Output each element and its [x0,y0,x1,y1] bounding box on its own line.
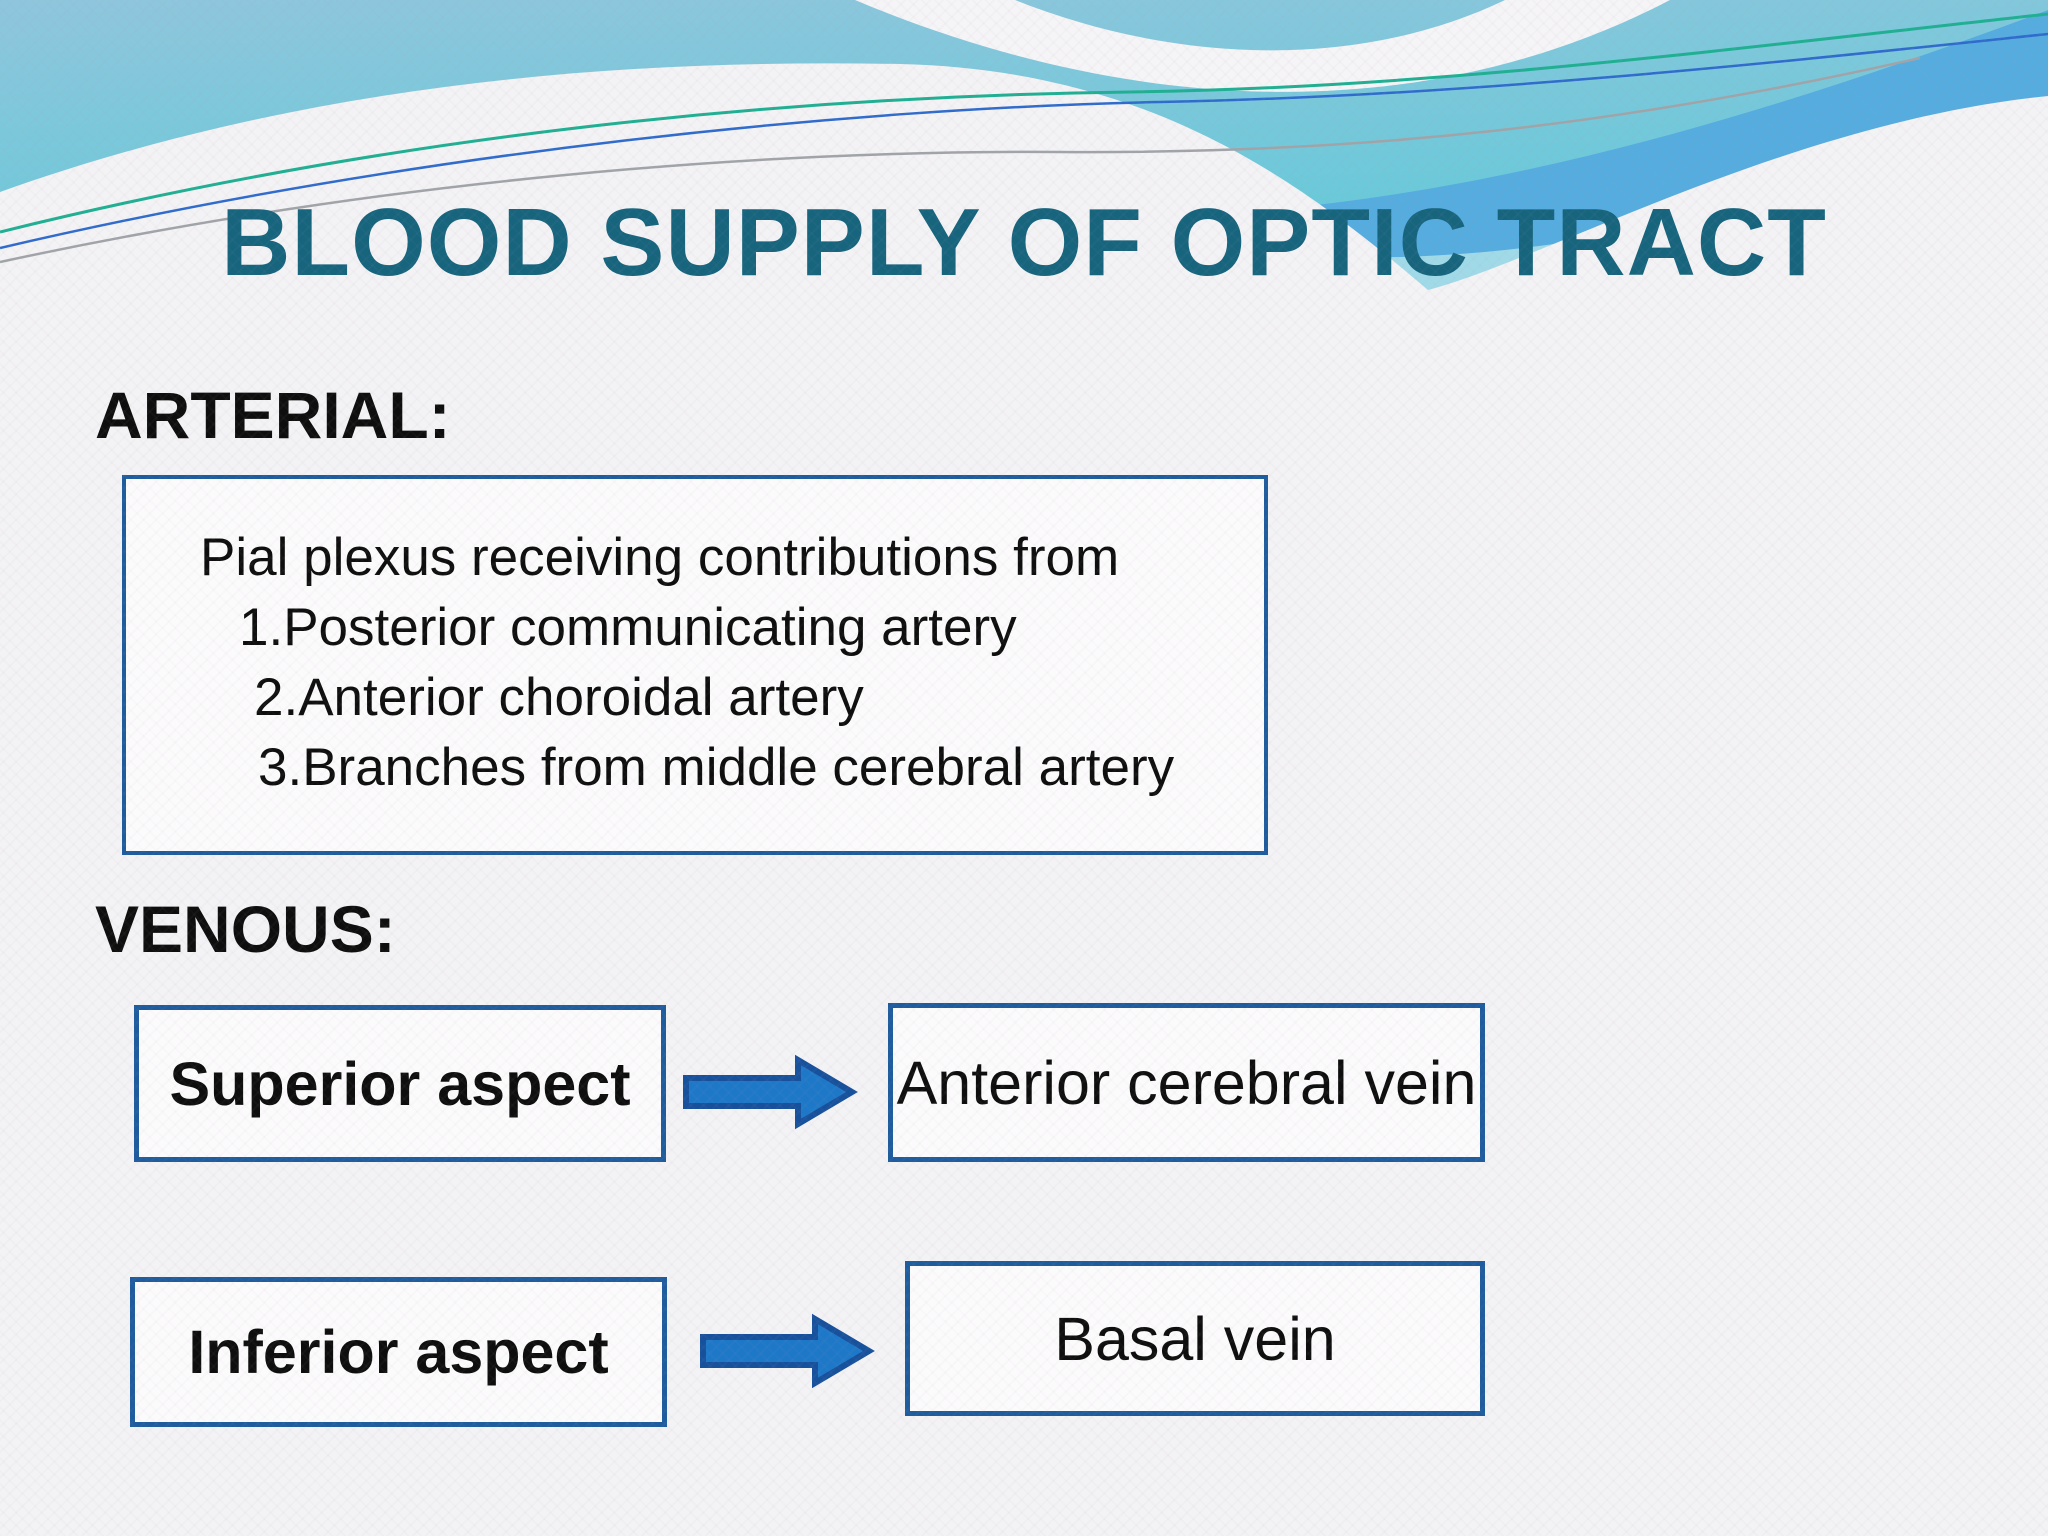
source-box-superior-aspect: Superior aspect [134,1005,666,1162]
right-arrow-icon [700,1313,875,1389]
white-swoosh [855,0,1670,92]
arterial-line-item-3: 3.Branches from middle cerebral artery [258,738,1175,797]
arterial-heading: ARTERIAL: [95,378,451,452]
arterial-line-summary: Pial plexus receiving contributions from [200,528,1120,587]
white-wave [0,63,2048,360]
accent-line-green [0,12,2048,234]
arterial-line-item-1: 1.Posterior communicating artery [239,598,1017,657]
arterial-box: Pial plexus receiving contributions from… [122,475,1268,855]
right-arrow-icon [683,1054,858,1130]
source-box-inferior-aspect: Inferior aspect [130,1277,667,1427]
slide-title: BLOOD SUPPLY OF OPTIC TRACT [221,189,1827,296]
target-box-anterior-cerebral-vein: Anterior cerebral vein [888,1003,1485,1162]
target-box-basal-vein: Basal vein [905,1261,1485,1416]
arterial-line-item-2: 2.Anterior choroidal artery [254,668,864,727]
header-wave-graphic [0,0,2048,360]
accent-line-blue [0,32,2048,250]
venous-heading: VENOUS: [95,892,396,966]
accent-line-gray [0,56,1921,264]
